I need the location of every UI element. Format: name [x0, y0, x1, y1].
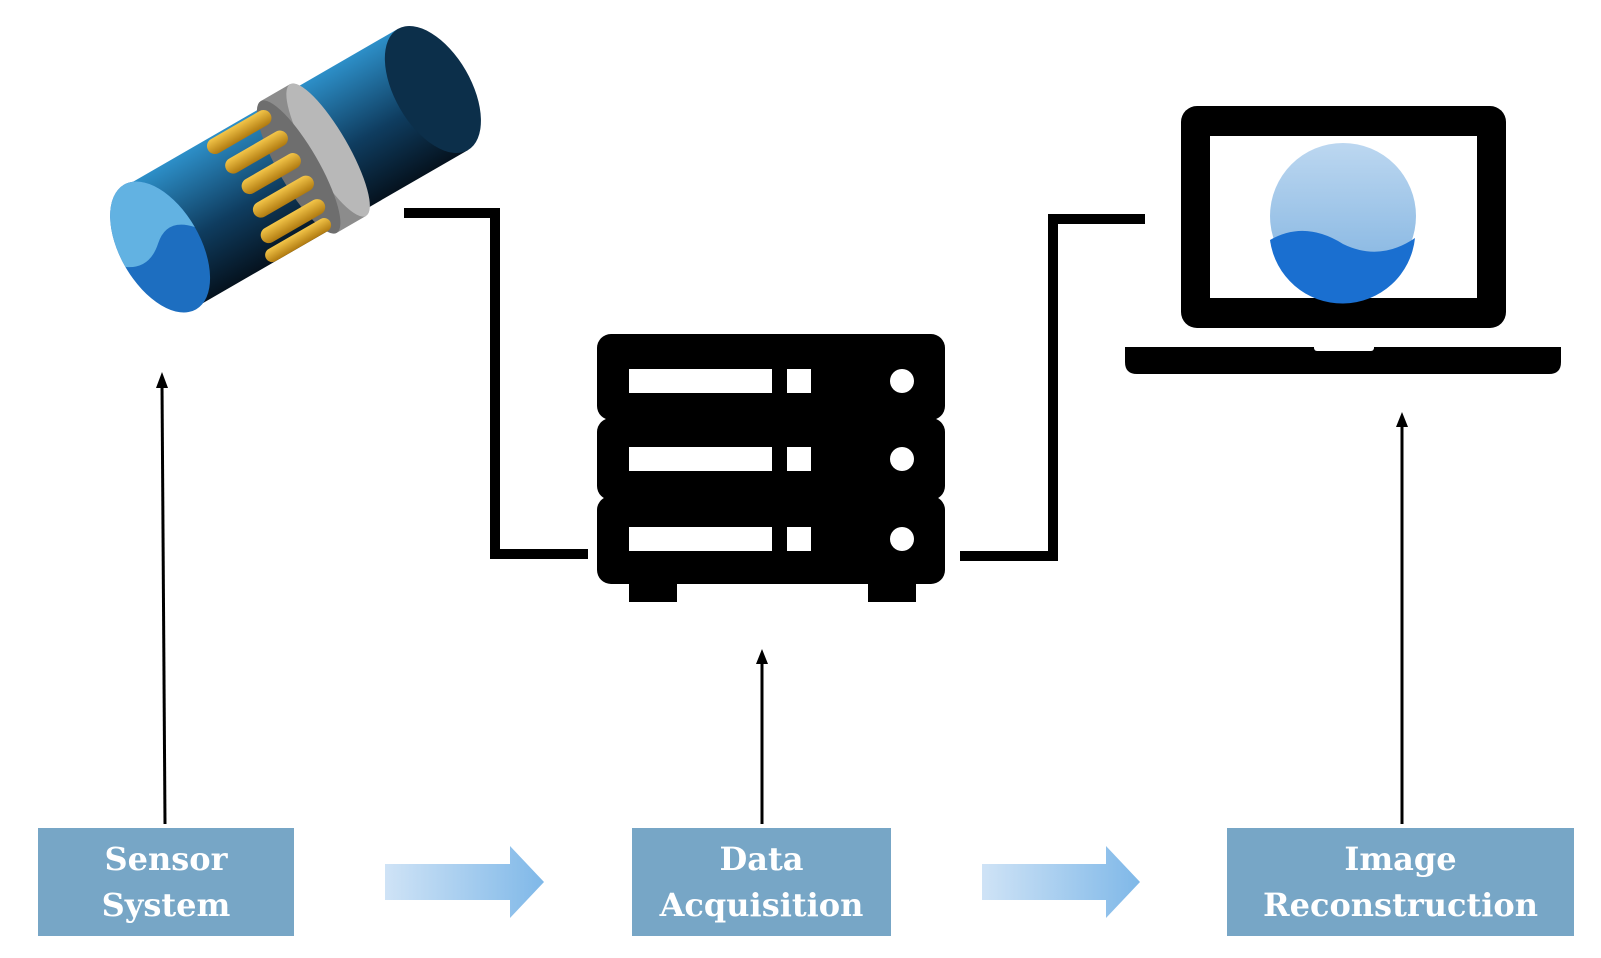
cable-daq-to-laptop	[960, 214, 1145, 561]
stage-box-sensor-system: Sensor System	[38, 828, 294, 936]
laptop-icon	[1125, 106, 1561, 374]
pipe-sensor-icon	[110, 25, 481, 313]
stage-label-line1: Data	[719, 840, 804, 878]
flow-arrow-2	[982, 846, 1140, 918]
stage-label-line1: Sensor	[104, 840, 228, 878]
server-rack-icon	[597, 334, 945, 602]
pointer-arrows	[156, 372, 1408, 825]
stage-label-line1: Image	[1344, 840, 1457, 878]
reconstructed-image-icon	[1270, 143, 1416, 304]
electrode-rods	[206, 110, 332, 263]
stage-label-line2: Reconstruction	[1263, 886, 1538, 924]
stage-label-line2: Acquisition	[659, 886, 864, 924]
stage-box-image-reconstruction: Image Reconstruction	[1227, 828, 1574, 936]
cable-sensor-to-daq	[404, 208, 588, 559]
flow-arrow-1	[385, 846, 544, 918]
stage-label-line2: System	[101, 886, 231, 924]
stage-box-data-acquisition: Data Acquisition	[632, 828, 891, 936]
